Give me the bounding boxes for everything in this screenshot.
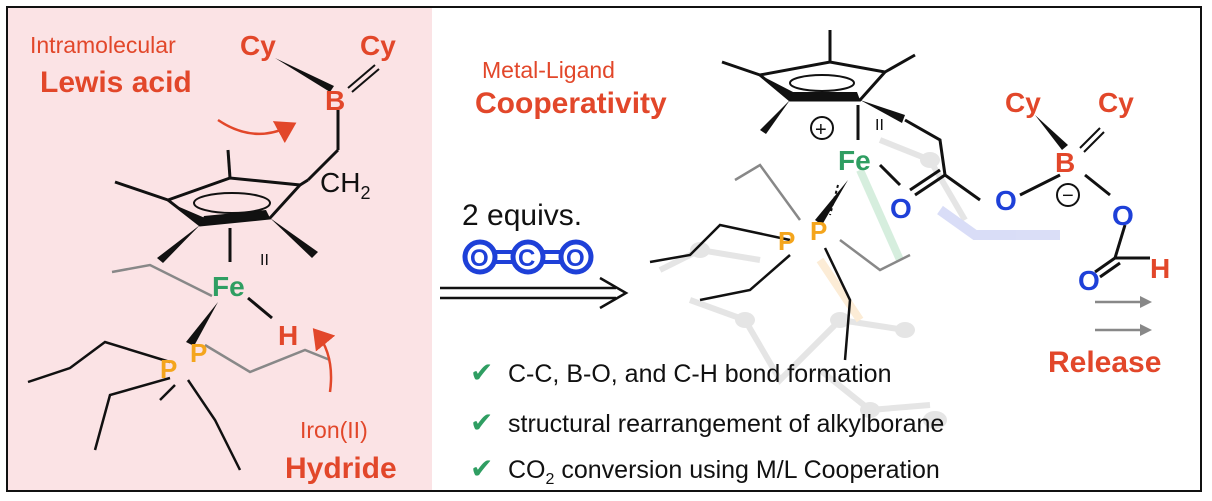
oxidation-state: II	[260, 252, 269, 269]
reaction-arrow	[440, 276, 629, 310]
atom-boron: B	[325, 85, 345, 116]
bullet-item: structural rearrangement of alkylborane	[508, 410, 945, 438]
atom-boron: B	[1055, 147, 1075, 178]
atom-cy: Cy	[1005, 87, 1041, 118]
atom-phosphorus: P	[190, 338, 207, 368]
atom-hydride: H	[278, 320, 298, 351]
atom-cy: Cy	[1098, 87, 1134, 118]
reactant-molecule	[27, 58, 380, 471]
reactant-panel	[8, 8, 432, 490]
atom-oxygen: O	[890, 193, 912, 224]
atom-oxygen: O	[1112, 200, 1134, 231]
atom-iron: Fe	[838, 145, 871, 176]
co2-carbon: C	[518, 245, 535, 272]
oxidation-state: II	[875, 117, 884, 134]
reagent-label: 2 equivs.	[462, 199, 582, 232]
check-icon: ✔	[470, 406, 494, 439]
hydride-title: Hydride	[285, 452, 397, 485]
co2-oxygen: O	[470, 245, 489, 272]
bullet-item: C-C, B-O, and C-H bond formation	[508, 360, 892, 388]
cooperativity-title: Cooperativity	[475, 87, 667, 120]
atom-cy: Cy	[240, 30, 276, 61]
atom-iron: Fe	[212, 271, 245, 302]
bullet-item: CO2 conversion using M/L Cooperation	[508, 456, 940, 488]
product-molecule	[649, 30, 1152, 361]
atom-phosphorus: P	[160, 354, 177, 384]
check-icon: ✔	[470, 452, 494, 485]
hydride-caption: Iron(II)	[300, 417, 368, 443]
atom-phosphorus: P	[810, 216, 827, 246]
positive-charge: +	[815, 119, 827, 141]
atom-hydrogen: H	[1150, 253, 1170, 284]
atom-ch2: CH2	[320, 167, 370, 203]
cooperativity-caption: Metal-Ligand	[482, 57, 615, 83]
check-icon: ✔	[470, 356, 494, 389]
atom-oxygen: O	[995, 185, 1017, 216]
release-label: Release	[1048, 346, 1161, 379]
lewis-caption: Intramolecular	[30, 32, 176, 58]
atom-oxygen: O	[1078, 265, 1100, 296]
lewis-title: Lewis acid	[40, 66, 192, 99]
wedge-bond	[275, 58, 334, 92]
negative-charge: −	[1062, 185, 1074, 207]
co2-oxygen: O	[566, 245, 585, 272]
atom-cy: Cy	[360, 30, 396, 61]
atom-phosphorus: P	[778, 226, 795, 256]
co2-molecule	[462, 239, 594, 275]
crystal-structure-ghost	[658, 137, 1060, 429]
